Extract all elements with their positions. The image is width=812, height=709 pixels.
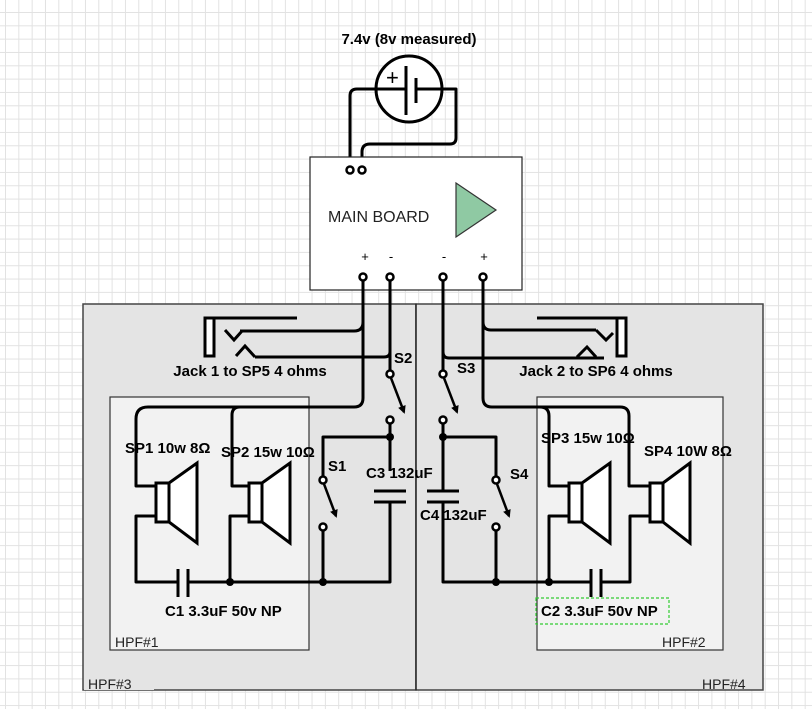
speaker-sp2[interactable] — [247, 460, 292, 546]
switch-s3-label: S3 — [457, 360, 475, 377]
wire-sp2-minus — [228, 514, 248, 582]
wire-s1-top — [321, 435, 390, 476]
speaker-sp3-label: SP3 15w 10Ω — [541, 430, 635, 447]
capacitor-c1-label: C1 3.3uF 50v NP — [165, 603, 282, 620]
wire-sp3-plus — [539, 405, 568, 488]
group-label-hpf1: HPF#1 — [115, 634, 159, 650]
terminal-label-left-minus: - — [389, 249, 393, 264]
wire-battery-neg — [348, 87, 376, 170]
battery[interactable]: + — [374, 54, 444, 124]
terminal-out-left-minus — [385, 272, 395, 282]
capacitor-c3[interactable] — [374, 489, 406, 504]
jack-2[interactable] — [537, 316, 628, 359]
capacitor-c2-label: C2 3.3uF 50v NP — [541, 603, 658, 620]
jack-2-label: Jack 2 to SP6 4 ohms — [519, 363, 672, 380]
board-terminals — [345, 165, 488, 282]
wire-c3-bottom — [323, 502, 392, 584]
capacitor-c4[interactable] — [427, 489, 459, 504]
jack-1-label: Jack 1 to SP5 4 ohms — [173, 363, 326, 380]
terminal-label-left-plus: + — [361, 249, 369, 264]
amplifier-icon — [455, 181, 498, 239]
speaker-sp2-label: SP2 15w 10Ω — [221, 444, 315, 461]
terminal-label-right-plus: + — [480, 249, 488, 264]
jack-1[interactable] — [203, 316, 297, 359]
switch-s4[interactable] — [491, 475, 511, 532]
speaker-sp1-label: SP1 10w 8Ω — [125, 440, 210, 457]
speaker-icon — [154, 481, 171, 524]
terminal-out-left-plus — [358, 272, 368, 282]
switch-s2-label: S2 — [394, 350, 412, 367]
group-label-hpf4: HPF#4 — [702, 676, 746, 692]
wire-sp1-minus — [134, 514, 178, 584]
speaker-sp4-label: SP4 10W 8Ω — [644, 443, 732, 460]
capacitor-c1[interactable] — [176, 569, 190, 597]
speaker-icon — [567, 481, 584, 524]
wire-s4-top — [443, 435, 498, 476]
switch-s4-label: S4 — [510, 466, 529, 483]
capacitor-c3-label: C3 132uF — [366, 465, 433, 482]
wire-right-plus — [481, 322, 650, 488]
wire-c4-bottom — [441, 502, 549, 584]
wire-sp4-minus — [601, 514, 650, 584]
terminal-label-right-minus: - — [442, 249, 446, 264]
speaker-sp1[interactable] — [154, 460, 199, 546]
group-label-hpf3: HPF#3 — [88, 676, 132, 692]
speaker-icon — [648, 481, 665, 524]
main-board-label: MAIN BOARD — [328, 209, 429, 226]
main-board[interactable]: MAIN BOARD + - - + — [309, 156, 523, 291]
junction-dots — [226, 433, 553, 586]
switch-s3[interactable] — [438, 369, 459, 425]
wire-sp3-minus — [547, 514, 591, 584]
battery-label: 7.4v (8v measured) — [341, 31, 476, 48]
switch-s2[interactable] — [385, 369, 406, 425]
terminal-out-right-plus — [478, 272, 488, 282]
terminal-batt-pos — [357, 165, 367, 175]
group-label-hpf2: HPF#2 — [662, 634, 706, 650]
switch-s1-label: S1 — [328, 458, 346, 475]
wire-battery-pos — [360, 87, 458, 170]
speaker-icon — [247, 481, 264, 524]
capacitor-c4-label: C4 132uF — [420, 507, 487, 524]
capacitor-c2[interactable] — [589, 569, 603, 597]
selection-box[interactable] — [535, 597, 670, 625]
switch-s1[interactable] — [318, 475, 338, 532]
plus-icon: + — [386, 65, 399, 90]
terminal-out-right-minus — [438, 272, 448, 282]
speaker-sp4[interactable] — [648, 460, 692, 547]
speaker-sp3[interactable] — [567, 460, 612, 546]
terminal-batt-neg — [345, 165, 355, 175]
wire-sp1-plus — [134, 405, 240, 488]
